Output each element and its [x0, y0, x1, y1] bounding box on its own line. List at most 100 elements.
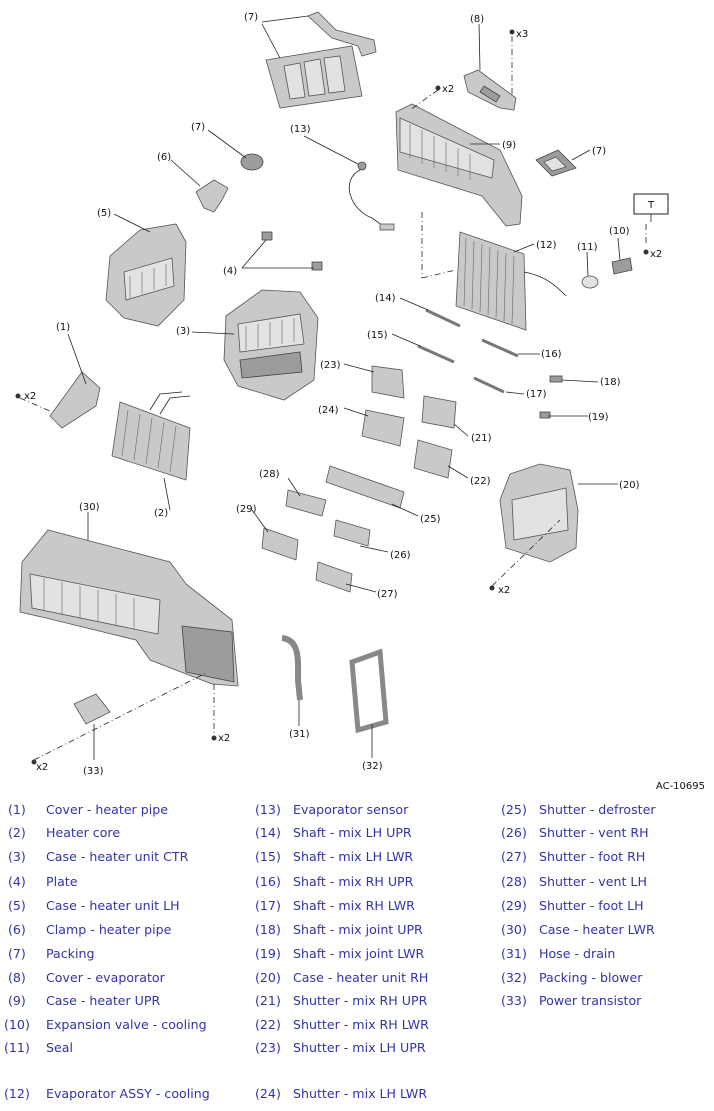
callout-2: (2) [154, 508, 168, 519]
callout-7a: (7) [244, 12, 258, 23]
legend-number: (12) [4, 1086, 30, 1101]
callout-28: (28) [259, 469, 280, 480]
callout-23: (23) [320, 360, 341, 371]
qty-x2-rh: x2 [498, 585, 510, 596]
legend-label: Shutter - mix RH LWR [293, 1017, 429, 1032]
assembly-lines [19, 36, 647, 761]
legend-number: (2) [8, 825, 26, 840]
legend-label: Seal [46, 1040, 73, 1055]
callout-27: (27) [377, 589, 398, 600]
legend-label: Hose - drain [539, 946, 616, 961]
part-case-heater-unit-lh [105, 223, 187, 327]
part-expansion-valve [611, 257, 633, 275]
part-heater-core [111, 391, 191, 481]
legend-label: Shaft - mix LH UPR [293, 825, 412, 840]
callout-8: (8) [470, 14, 484, 25]
legend-number: (3) [8, 849, 26, 864]
callout-14: (14) [375, 293, 396, 304]
legend-label: Heater core [46, 825, 121, 840]
qty-x2-pipe: x2 [24, 391, 36, 402]
qty-x2-lwr: x2 [218, 733, 230, 744]
callout-21: (21) [471, 433, 492, 444]
legend-number: (9) [8, 993, 26, 1008]
callout-10: (10) [609, 226, 630, 237]
legend-label: Shaft - mix RH LWR [293, 898, 415, 913]
legend-number: (1) [8, 802, 26, 817]
drawing-code: AC-10695 [656, 781, 705, 792]
fastener-quantity-labels: x3 x2 x2 x2 x2 x2 x2 [24, 29, 662, 773]
callout-26: (26) [390, 550, 411, 561]
legend-number: (23) [255, 1040, 281, 1055]
callout-20: (20) [619, 480, 640, 491]
part-cover-evaporator [463, 69, 517, 111]
callout-25: (25) [420, 514, 441, 525]
legend-number: (22) [255, 1017, 281, 1032]
legend-label: Shaft - mix joint LWR [293, 946, 425, 961]
qty-x2-transistor: x2 [36, 762, 48, 773]
callout-7c: (7) [191, 122, 205, 133]
legend-number: (25) [501, 802, 527, 817]
part-case-heater-upr [395, 103, 523, 227]
legend-label: Shutter - mix RH UPR [293, 993, 428, 1008]
callout-9: (9) [502, 140, 516, 151]
legend-label: Power transistor [539, 993, 642, 1008]
legend-label: Shaft - mix LH LWR [293, 849, 414, 864]
legend-number: (27) [501, 849, 527, 864]
parts-legend: (1) Cover - heater pipe (2) Heater core (3) C… [0, 802, 714, 1111]
legend-label: Shutter - mix LH LWR [293, 1086, 428, 1101]
leader-lines [67, 15, 621, 760]
legend-number: (10) [4, 1017, 30, 1032]
legend-number: (29) [501, 898, 527, 913]
legend-label: Shaft - mix joint UPR [293, 922, 423, 937]
legend-number: (31) [501, 946, 527, 961]
legend-label: Clamp - heater pipe [46, 922, 172, 937]
qty-x3: x3 [516, 29, 528, 40]
callout-12: (12) [536, 240, 557, 251]
legend-number: (14) [255, 825, 281, 840]
legend-label: Cover - evaporator [46, 970, 165, 985]
legend-label: Shutter - mix LH UPR [293, 1040, 426, 1055]
legend-label: Expansion valve - cooling [46, 1017, 207, 1032]
part-power-transistor [73, 693, 111, 725]
screw-icons [15, 29, 649, 765]
legend-label: Evaporator sensor [293, 802, 409, 817]
exploded-parts-diagram: T (7) (8) (9) (7) (7) (13) (6) (5) (4) (… [15, 11, 705, 792]
legend-label: Packing [46, 946, 95, 961]
callout-labels: (7) (8) (9) (7) (7) (13) (6) (5) (4) (3)… [56, 12, 640, 777]
legend-number: (6) [8, 922, 26, 937]
callout-11: (11) [577, 242, 598, 253]
legend-number: (26) [501, 825, 527, 840]
callout-4: (4) [223, 266, 237, 277]
part-case-heater-unit-ctr [223, 289, 319, 401]
legend-label: Shutter - vent RH [539, 825, 649, 840]
callout-30: (30) [79, 502, 100, 513]
legend-number: (11) [4, 1040, 30, 1055]
legend-label: Cover - heater pipe [46, 802, 168, 817]
part-shafts [417, 308, 563, 419]
legend-number: (32) [501, 970, 527, 985]
part-packing-small-right [535, 149, 577, 177]
legend-number: (4) [8, 874, 26, 889]
part-packing-small-left [240, 153, 264, 171]
callout-32: (32) [362, 761, 383, 772]
callout-22: (22) [470, 476, 491, 487]
legend-label: Shutter - foot RH [539, 849, 646, 864]
legend-number: (7) [8, 946, 26, 961]
callout-24: (24) [318, 405, 339, 416]
callout-6: (6) [157, 152, 171, 163]
callout-1: (1) [56, 322, 70, 333]
legend-number: (21) [255, 993, 281, 1008]
part-evaporator-assy [455, 231, 567, 331]
callout-19: (19) [588, 412, 609, 423]
callout-18: (18) [600, 377, 621, 388]
legend-label: Shaft - mix RH UPR [293, 874, 414, 889]
tool-box-label: T [647, 200, 655, 211]
legend-number: (18) [255, 922, 281, 937]
legend-label: Packing - blower [539, 970, 643, 985]
part-case-heater-unit-rh [499, 463, 579, 563]
callout-13: (13) [290, 124, 311, 135]
part-plates [261, 231, 323, 271]
legend-number: (5) [8, 898, 26, 913]
callout-15: (15) [367, 330, 388, 341]
callout-29: (29) [236, 504, 257, 515]
